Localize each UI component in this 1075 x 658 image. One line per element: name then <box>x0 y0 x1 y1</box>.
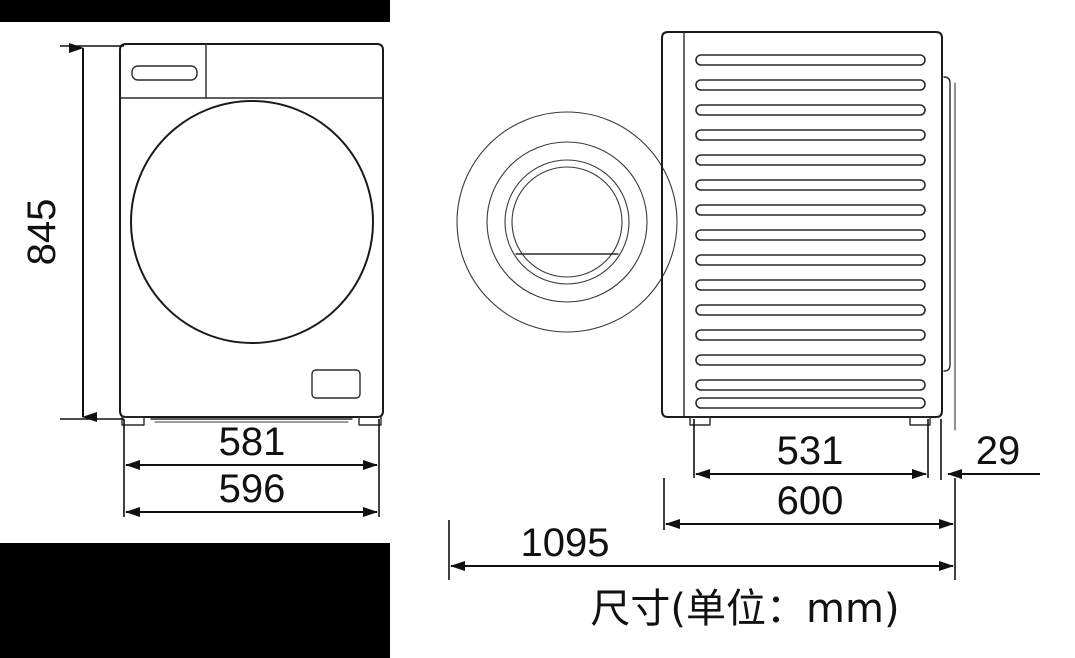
front-cabinet-outline <box>119 43 384 418</box>
side-rear-panel-tab <box>943 76 951 372</box>
side-door-ring-inner <box>511 166 623 278</box>
vent-slat <box>695 79 926 91</box>
front-filter-access-panel <box>311 369 361 399</box>
side-door-ring-outer <box>456 111 678 333</box>
side-door-ring-3 <box>504 159 630 285</box>
vent-slat <box>695 104 926 116</box>
vent-slat <box>695 354 926 366</box>
front-foot-left <box>121 416 145 426</box>
vent-slat <box>695 54 926 66</box>
vent-slat <box>695 379 926 391</box>
front-view-group: 845 581 596 <box>20 43 384 517</box>
side-cabinet-outline <box>661 31 943 418</box>
vent-slat <box>695 204 926 216</box>
vent-slat <box>695 229 926 241</box>
front-height-value: 845 <box>20 199 64 266</box>
front-door-circle <box>130 100 374 344</box>
side-d29-value: 29 <box>976 429 1021 473</box>
vent-slat <box>695 279 926 291</box>
side-d531-value: 531 <box>777 429 844 473</box>
side-d1095-value: 1095 <box>521 521 610 565</box>
mask-region-bottom-left <box>0 543 390 658</box>
side-vent-slats <box>695 54 926 409</box>
side-foot-right <box>909 416 931 426</box>
front-w596-value: 596 <box>219 467 286 511</box>
drawing-caption: 尺寸(单位：mm) <box>590 586 899 632</box>
front-w581-value: 581 <box>219 420 286 464</box>
side-foot-left <box>689 416 711 426</box>
vent-slat <box>695 304 926 316</box>
vent-slat <box>695 397 926 409</box>
mask-region-top <box>0 0 390 22</box>
side-door-ring-2 <box>486 141 648 303</box>
vent-slat <box>695 129 926 141</box>
front-detergent-drawer <box>131 65 198 81</box>
front-foot-right <box>358 416 382 426</box>
vent-slat <box>695 154 926 166</box>
side-d600-value: 600 <box>777 479 844 523</box>
vent-slat <box>695 329 926 341</box>
vent-slat <box>695 179 926 191</box>
vent-slat <box>695 254 926 266</box>
side-view-group: 531 29 600 1095 <box>448 31 1040 580</box>
